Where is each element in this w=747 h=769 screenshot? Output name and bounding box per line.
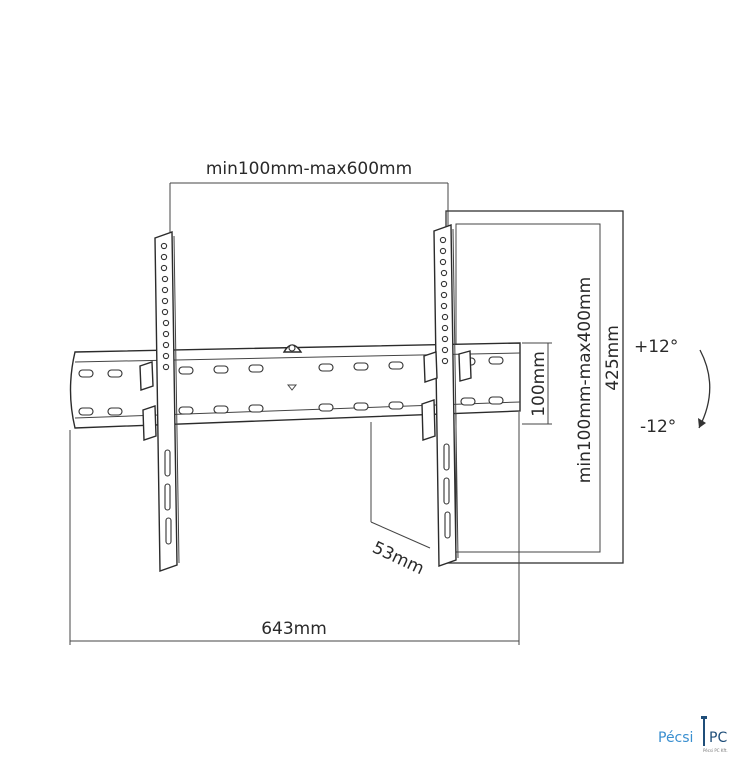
total-height-label: 425mm <box>603 325 623 391</box>
depth-label: 53mm <box>369 538 427 579</box>
rail-slots <box>78 356 504 416</box>
logo-text-left: Pécsi <box>658 730 693 746</box>
total-width-dimension: 643mm <box>69 412 520 645</box>
rail-height-dimension: 100mm <box>522 342 552 425</box>
tilt-indicator: +12° -12° <box>634 337 711 437</box>
vesa-width-label: min100mm-max600mm <box>206 159 412 179</box>
tilt-up-label: +12° <box>634 337 678 357</box>
left-arm-holes <box>160 242 172 545</box>
level-bubble <box>282 344 303 391</box>
logo-text-right: PC <box>709 730 727 746</box>
vesa-height-dimension: min100mm-max400mm <box>575 277 595 483</box>
logo-tagline: Pécsi PC Kft. <box>703 748 728 753</box>
vesa-width-dimension: min100mm-max600mm <box>169 159 449 233</box>
pecsi-pc-logo: Pécsi PC Pécsi PC Kft. <box>658 716 728 753</box>
right-vertical-arm <box>421 224 472 567</box>
left-vertical-arm <box>139 231 180 572</box>
total-height-dimension: 425mm <box>603 325 623 391</box>
vesa-height-label: min100mm-max400mm <box>575 277 595 483</box>
total-width-label: 643mm <box>261 619 327 639</box>
tilt-down-label: -12° <box>640 417 676 437</box>
right-arm-holes <box>439 236 451 539</box>
rail-height-label: 100mm <box>529 351 549 417</box>
depth-dimension: 53mm <box>369 422 431 579</box>
